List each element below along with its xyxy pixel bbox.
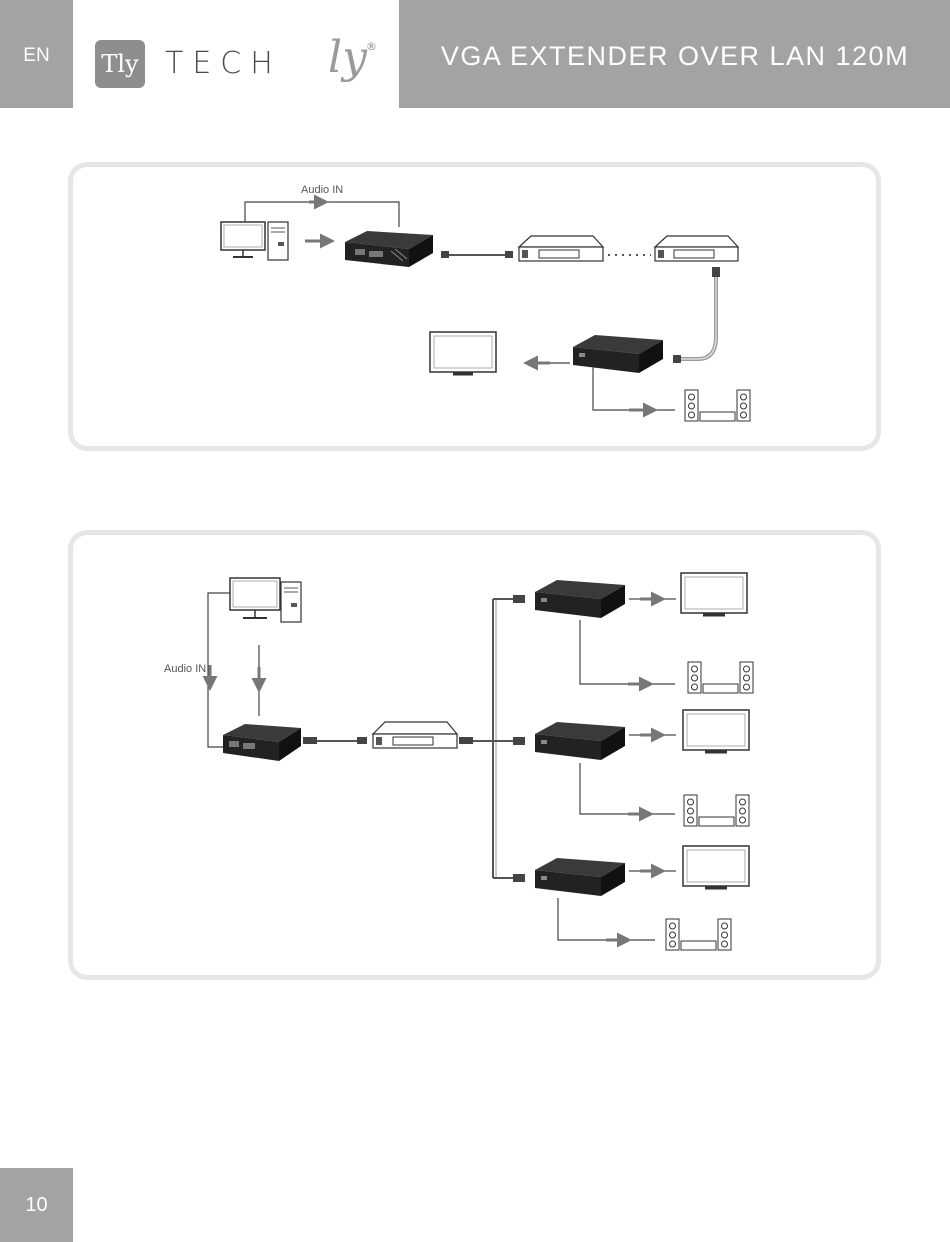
logo-wordmark: TECH [165, 44, 282, 84]
receiver-device [535, 858, 625, 896]
techly-logo: Tly TECH ly ® [73, 0, 399, 108]
speakers-icon [684, 795, 749, 826]
language-badge: EN [0, 0, 73, 108]
transmitter-device [223, 724, 301, 761]
page-number: 10 [0, 1168, 73, 1242]
monitor-icon [683, 846, 749, 888]
audio-in-label: Audio IN [301, 184, 343, 196]
receiver-device [573, 335, 663, 373]
logo-registered-mark: ® [366, 40, 377, 53]
monitor-icon [683, 710, 749, 752]
speakers-icon [666, 919, 731, 950]
audio-in-label: Audio IN [164, 663, 206, 675]
monitor-icon [430, 332, 496, 374]
speakers-icon [688, 662, 753, 693]
receiver-device [535, 580, 625, 618]
speakers-icon [685, 390, 750, 421]
receiver-device [535, 722, 625, 760]
monitor-icon [681, 573, 747, 615]
computer-icon [221, 222, 288, 260]
transmitter-device [345, 231, 433, 267]
page-title: VGA EXTENDER OVER LAN 120M [400, 0, 950, 108]
logo-wordmark-script: ly [328, 28, 367, 88]
network-switch-icon [373, 722, 457, 748]
computer-icon [230, 578, 301, 622]
logo-mark-text: Tly [95, 40, 145, 88]
diagram-point-to-point: Audio IN [73, 167, 876, 446]
diagram-2-drawing [73, 535, 876, 975]
network-switch-icon [655, 236, 738, 261]
page-header: EN Tly TECH ly ® VGA EXTENDER OVER LAN 1… [0, 0, 950, 108]
diagram-multi-receiver: Audio IN [73, 535, 876, 975]
diagram-1-drawing [73, 167, 876, 446]
network-switch-icon [519, 236, 603, 261]
logo-mark-icon: Tly [95, 40, 145, 88]
